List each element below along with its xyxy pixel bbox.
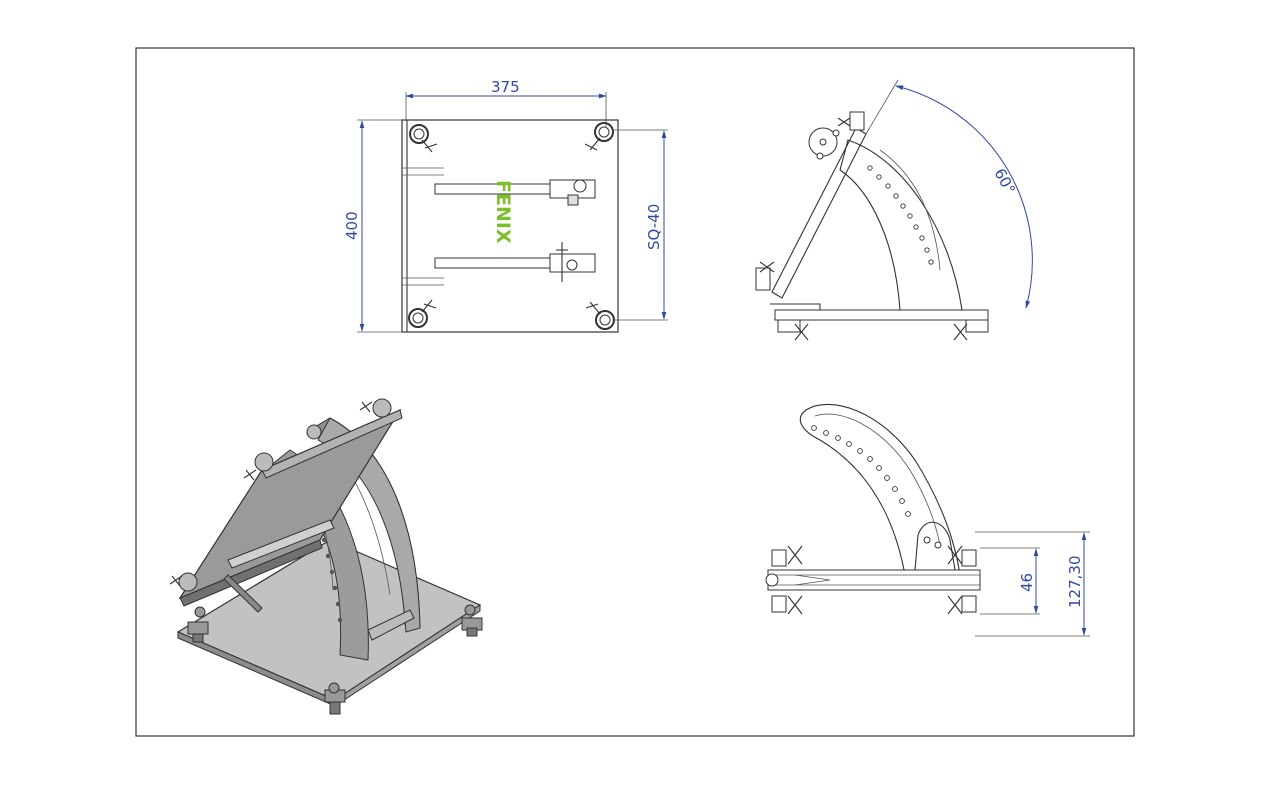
side-view: 60° (755, 79, 1033, 341)
clamp-icon (947, 545, 977, 567)
front-view: 46 127,30 (765, 403, 1090, 637)
base-plate-top (401, 119, 619, 333)
height-dimension-label: 400 (343, 211, 361, 240)
clamp-icon (359, 398, 392, 418)
clamp-icon (777, 319, 809, 341)
adjustment-holes (867, 165, 934, 265)
brand-logo: FENIX (492, 180, 514, 244)
dimension-label-46: 46 (1018, 573, 1036, 592)
clamp-icon (947, 595, 977, 615)
clamp-icon (755, 261, 775, 291)
isometric-view (169, 398, 483, 715)
curved-arm-front (799, 403, 961, 576)
clamp-icon (953, 319, 989, 341)
curved-arm (839, 139, 963, 311)
clamp-icon (408, 299, 437, 328)
clamp-icon (585, 301, 615, 330)
clamp-icon (409, 124, 438, 153)
lower-arm (434, 242, 596, 282)
adjustment-holes (811, 425, 911, 517)
foot-icon (324, 689, 346, 715)
clamp-icon (243, 452, 274, 481)
width-dimension-label: 375 (491, 78, 520, 96)
dimension-label-127: 127,30 (1066, 556, 1084, 609)
clamp-icon (169, 572, 198, 592)
clamp-icon (584, 122, 614, 151)
base-bar-front (767, 569, 981, 591)
foot-icon (461, 617, 483, 637)
clamp-icon (837, 111, 865, 131)
base-plate-side (774, 309, 989, 321)
clamp-icon (771, 545, 803, 567)
angle-dimension-label: 60° (990, 165, 1018, 197)
clamp-icon (306, 424, 322, 440)
clamp-icon (771, 595, 803, 615)
foot-icon (187, 621, 209, 643)
upper-arm (434, 179, 596, 206)
drawing-frame (135, 47, 1135, 737)
top-view: FENIX 375 400 SQ-40 (343, 78, 668, 333)
truss-size-label: SQ-40 (645, 204, 663, 250)
